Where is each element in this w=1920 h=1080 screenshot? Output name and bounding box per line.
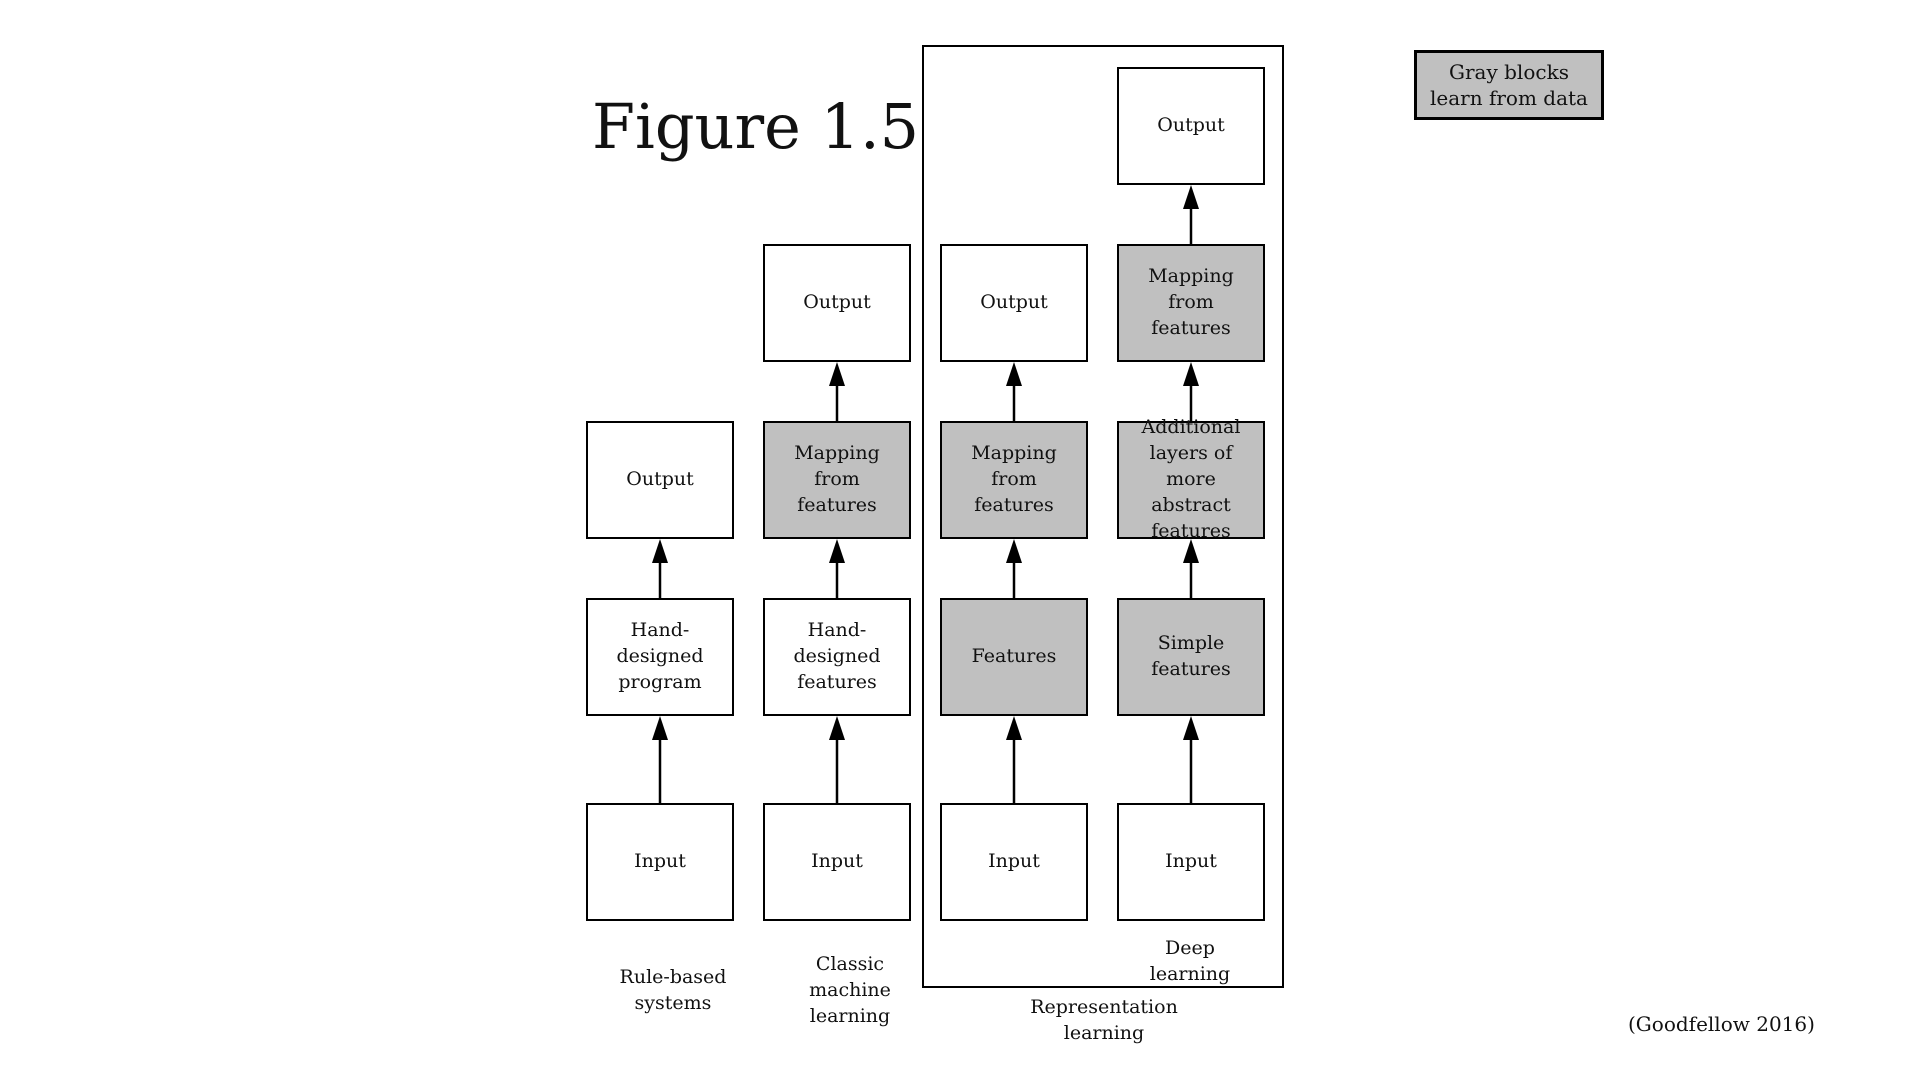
- arrow-head: [1183, 185, 1199, 209]
- block-text: Additional layers of more abstract featu…: [1141, 416, 1241, 542]
- arrow-head: [1006, 716, 1022, 740]
- block-text: Output: [980, 291, 1048, 314]
- block-text: Mapping from features: [794, 442, 880, 516]
- block-text: Output: [626, 468, 694, 491]
- block-col4-row2: Simple features: [1117, 598, 1265, 716]
- block-col3-row1: Input: [940, 803, 1088, 921]
- arrow-head: [652, 716, 668, 740]
- arrow-head: [1183, 716, 1199, 740]
- column-label: Deep learning: [1149, 937, 1231, 985]
- representation-learning-frame: [922, 45, 1284, 988]
- arrow-head: [652, 539, 668, 563]
- block-col2-row2: Hand- designed features: [763, 598, 911, 716]
- arrow-head: [1006, 539, 1022, 563]
- arrow-head: [1183, 539, 1199, 563]
- citation: (Goodfellow 2016): [1628, 1012, 1815, 1036]
- figure-title: Figure 1.5: [592, 90, 920, 163]
- block-col2-row3: Mapping from features: [763, 421, 911, 539]
- block-col4-row1: Input: [1117, 803, 1265, 921]
- block-col3-row3: Mapping from features: [940, 421, 1088, 539]
- block-col1-row2: Hand- designed program: [586, 598, 734, 716]
- block-col4-row3: Additional layers of more abstract featu…: [1117, 416, 1265, 542]
- group-label-representation-learning: Representation learning: [1030, 996, 1178, 1044]
- block-text: Input: [634, 850, 686, 873]
- block-col1-row1: Input: [586, 803, 734, 921]
- block-col3-row2: Features: [940, 598, 1088, 716]
- block-text: Mapping from features: [1148, 265, 1234, 339]
- block-text: Input: [1165, 850, 1217, 873]
- arrow-head: [829, 539, 845, 563]
- block-text: Input: [811, 850, 863, 873]
- block-col4-row4: Mapping from features: [1117, 244, 1265, 362]
- block-text: Hand- designed program: [616, 619, 704, 693]
- arrow-head: [1183, 362, 1199, 386]
- block-col1-row3: Output: [586, 421, 734, 539]
- block-text: Features: [971, 645, 1057, 668]
- block-col4-row5: Output: [1117, 67, 1265, 185]
- block-col2-row1: Input: [763, 803, 911, 921]
- block-text: Hand- designed features: [793, 619, 881, 693]
- block-text: Output: [1157, 114, 1225, 137]
- block-text: Mapping from features: [971, 442, 1057, 516]
- block-col2-row4: Output: [763, 244, 911, 362]
- legend-gray-blocks: Gray blocks learn from data: [1414, 50, 1604, 120]
- legend-text: Gray blocks learn from data: [1430, 60, 1588, 110]
- block-text: Input: [988, 850, 1040, 873]
- arrow-head: [829, 716, 845, 740]
- block-col3-row4: Output: [940, 244, 1088, 362]
- arrow-head: [829, 362, 845, 386]
- arrow-head: [1006, 362, 1022, 386]
- block-text: Output: [803, 291, 871, 314]
- column-label: Classic machine learning: [809, 953, 891, 1027]
- column-label: Rule-based systems: [619, 966, 727, 1014]
- block-text: Simple features: [1151, 632, 1231, 680]
